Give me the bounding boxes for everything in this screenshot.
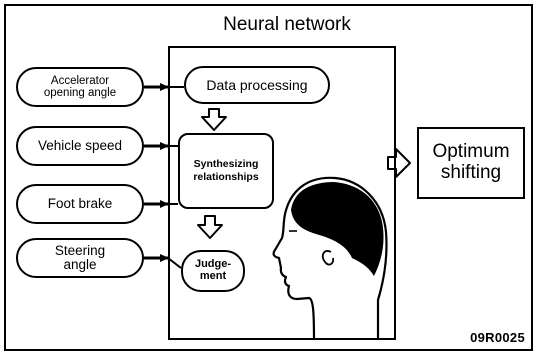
- output-optimum-shifting: Optimum shifting: [417, 127, 525, 199]
- input-label: Vehicle speed: [37, 137, 123, 153]
- human-head-profile-icon: [272, 176, 388, 341]
- hollow-arrow-icon: [197, 215, 223, 239]
- input-vehicle-speed: Vehicle speed: [16, 126, 144, 166]
- input-label: Steering angle: [54, 242, 106, 272]
- outer-frame: [4, 4, 533, 351]
- input-accelerator-opening-angle: Accelerator opening angle: [16, 67, 144, 107]
- input-foot-brake: Foot brake: [16, 184, 144, 224]
- hollow-arrow-icon: [387, 148, 411, 178]
- stage-data-processing: Data processing: [184, 66, 330, 104]
- stage-label: Data processing: [206, 76, 308, 93]
- input-label: Accelerator opening angle: [43, 74, 117, 99]
- input-steering-angle: Steering angle: [16, 238, 144, 278]
- figure-code: 09R0025: [470, 330, 525, 345]
- hollow-arrow-icon: [201, 108, 227, 131]
- neural-network-box: [168, 46, 396, 340]
- stage-label: Judge- ment: [194, 258, 232, 282]
- output-label: Optimum shifting: [432, 141, 510, 183]
- diagram-title: Neural network: [223, 14, 351, 35]
- inner-link-steering: [167, 257, 182, 269]
- stage-label: Synthesizing relationships: [193, 157, 259, 183]
- input-label: Foot brake: [47, 195, 113, 211]
- stage-judgement: Judge- ment: [181, 250, 245, 292]
- stage-synthesizing-relationships: Synthesizing relationships: [178, 133, 274, 209]
